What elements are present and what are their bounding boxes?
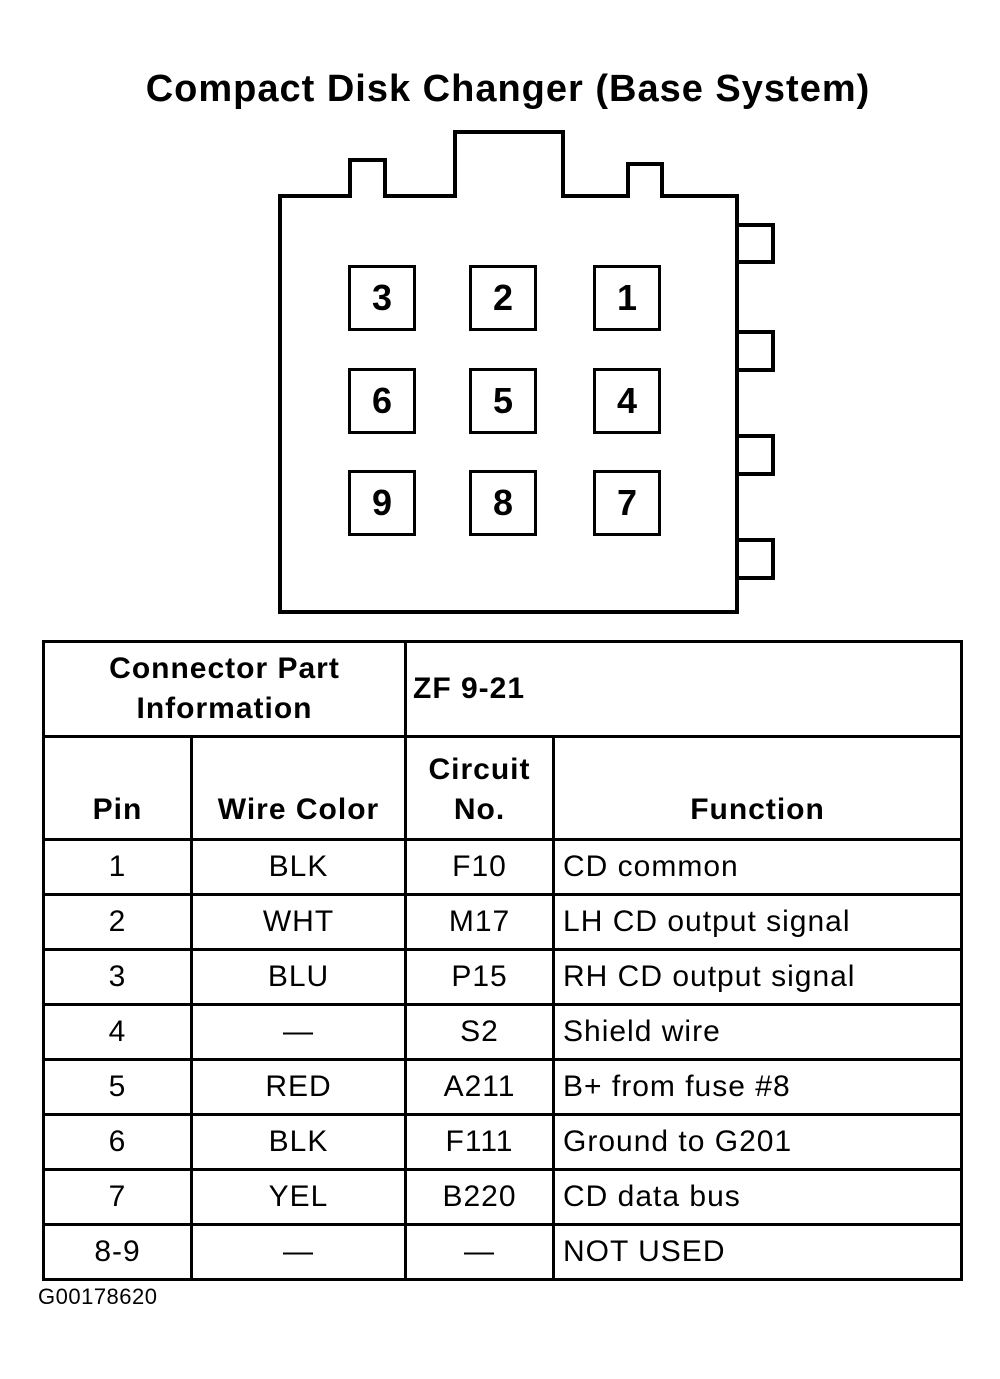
pin-cavity-1: 1 (593, 265, 661, 331)
cell-wire-color: BLK (189, 1113, 408, 1171)
cell-function: RH CD output signal (552, 948, 964, 1006)
cell-pin: 1 (42, 838, 193, 896)
connector-info-value: ZF 9-21 (404, 640, 964, 738)
cell-wire-color: — (189, 1223, 408, 1281)
table-row: 5 RED A211 B+ from fuse #8 (42, 1058, 964, 1116)
table-row: 2 WHT M17 LH CD output signal (42, 893, 964, 951)
pin-cavity-9: 9 (348, 470, 416, 536)
header-function: Function (552, 735, 964, 841)
connector-info-label: Connector Part Information (41, 640, 408, 738)
cell-function: CD data bus (552, 1168, 964, 1226)
table-row: 8-9 — — NOT USED (42, 1223, 964, 1281)
cell-circuit: F10 (404, 838, 556, 896)
cell-wire-color: RED (189, 1058, 408, 1116)
pin-cavity-4: 4 (593, 368, 661, 434)
cell-circuit: M17 (404, 893, 556, 951)
side-tab-1 (737, 223, 775, 264)
table-row: 7 YEL B220 CD data bus (42, 1168, 964, 1226)
cell-pin: 4 (42, 1003, 193, 1061)
cell-wire-color: — (189, 1003, 408, 1061)
pin-cavity-2: 2 (469, 265, 537, 331)
cell-pin: 6 (42, 1113, 193, 1171)
cell-circuit: P15 (404, 948, 556, 1006)
cell-pin: 2 (42, 893, 193, 951)
cell-pin: 8-9 (42, 1223, 193, 1281)
side-tab-4 (737, 538, 775, 580)
side-tab-3 (737, 434, 775, 476)
cell-wire-color: BLU (189, 948, 408, 1006)
table-row: 1 BLK F10 CD common (42, 838, 964, 896)
table-row: 6 BLK F111 Ground to G201 (42, 1113, 964, 1171)
table-row: 4 — S2 Shield wire (42, 1003, 964, 1061)
header-circuit: Circuit No. (404, 735, 556, 841)
cell-wire-color: BLK (189, 838, 408, 896)
pinout-table: Connector Part Information ZF 9-21 Pin W… (41, 640, 964, 1281)
diagram-title: Compact Disk Changer (Base System) (145, 68, 871, 110)
header-pin: Pin (42, 735, 193, 841)
cell-function: B+ from fuse #8 (552, 1058, 964, 1116)
header-row: Pin Wire Color Circuit No. Function (42, 735, 964, 841)
cell-wire-color: WHT (189, 893, 408, 951)
table-row: 3 BLU P15 RH CD output signal (42, 948, 964, 1006)
cell-wire-color: YEL (189, 1168, 408, 1226)
cell-circuit: — (404, 1223, 556, 1281)
cell-circuit: F111 (404, 1113, 556, 1171)
cell-circuit: S2 (404, 1003, 556, 1061)
cell-function: CD common (552, 838, 964, 896)
connector-info-row: Connector Part Information ZF 9-21 (41, 640, 964, 738)
cell-pin: 7 (42, 1168, 193, 1226)
cell-function: LH CD output signal (552, 893, 964, 951)
pin-cavity-5: 5 (469, 368, 537, 434)
cell-function: NOT USED (552, 1223, 964, 1281)
pin-cavity-3: 3 (348, 265, 416, 331)
document-id: G00178620 (38, 1284, 158, 1309)
pin-cavity-6: 6 (348, 368, 416, 434)
cell-function: Shield wire (552, 1003, 964, 1061)
cell-pin: 5 (42, 1058, 193, 1116)
header-wire-color: Wire Color (189, 735, 408, 841)
pin-cavity-7: 7 (593, 470, 661, 536)
cell-pin: 3 (42, 948, 193, 1006)
cell-function: Ground to G201 (552, 1113, 964, 1171)
side-tab-2 (737, 330, 775, 372)
connector-outline (278, 130, 775, 614)
pin-cavity-8: 8 (469, 470, 537, 536)
connector-housing (278, 130, 739, 614)
cell-circuit: A211 (404, 1058, 556, 1116)
cell-circuit: B220 (404, 1168, 556, 1226)
